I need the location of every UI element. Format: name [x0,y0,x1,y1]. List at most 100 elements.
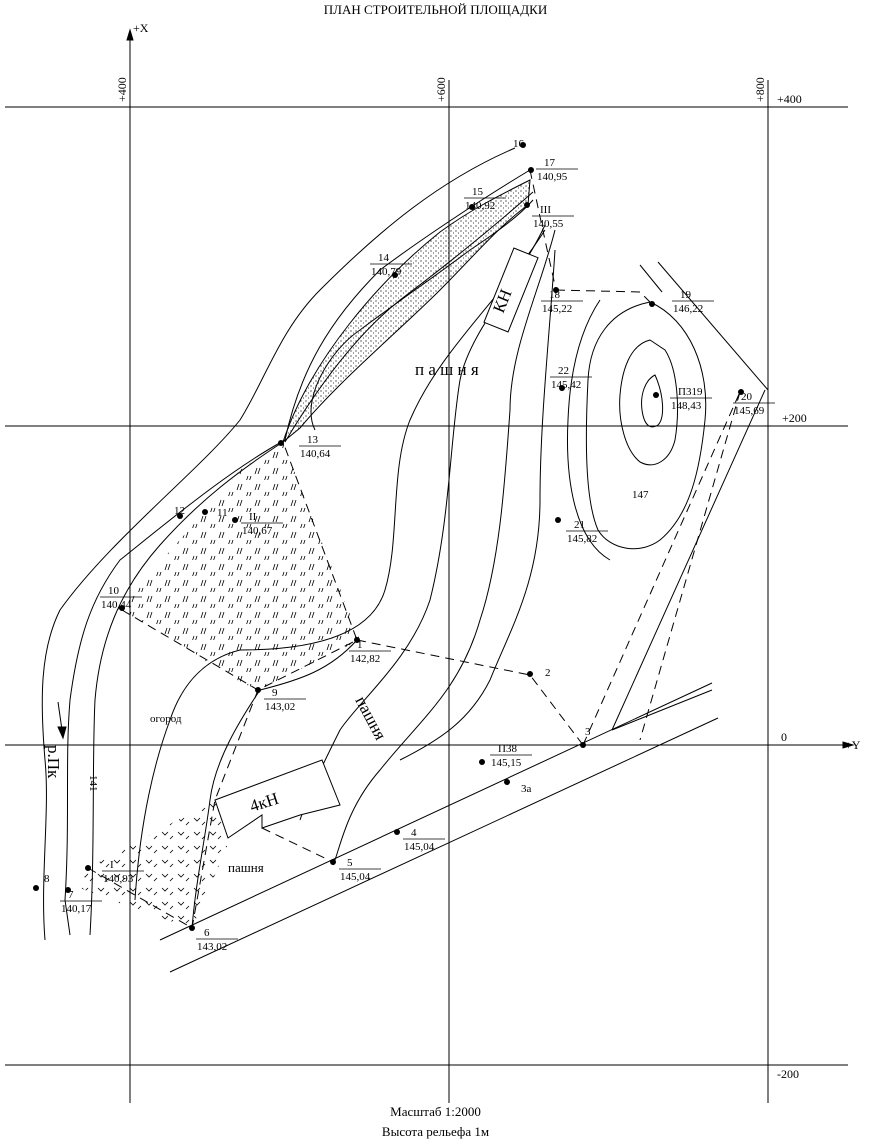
survey-point-number: 18 [549,289,561,301]
survey-point-marker-icon [255,687,261,693]
shrub-area-south [80,800,230,928]
survey-point-marker-icon [33,885,39,891]
survey-point-marker-icon [559,385,565,391]
survey-point-elevation: 145,15 [491,757,522,769]
survey-point-number: 3а [521,783,532,795]
survey-point-4: 4 145,04 [394,827,445,853]
survey-point-10: 10 140,44 [100,585,142,611]
area-label-pashnya-bottom: пашня [228,860,264,875]
survey-point-number: II [249,511,257,523]
building-kn-top [483,247,539,333]
survey-point-elevation: 145,22 [542,303,572,315]
survey-point-number: 4 [411,827,417,839]
survey-point-12: 12 [174,505,185,519]
survey-point-marker-icon [479,759,485,765]
survey-point-marker-icon [354,637,360,643]
map-title: ПЛАН СТРОИТЕЛЬНОЙ ПЛОЩАДКИ [323,2,548,17]
survey-point-marker-icon [189,925,195,931]
survey-point-3: 3 [580,726,591,748]
survey-point-number: 10 [108,585,120,597]
survey-point-marker-icon [738,389,744,395]
survey-point-elevation: 140,55 [533,218,564,230]
survey-point-14: 14 140,79 [370,252,412,278]
y-axis-arrow-icon [842,741,855,749]
survey-point-elevation: 148,43 [671,400,702,412]
survey-point-elevation: 140,17 [61,903,92,915]
survey-point-number: 9 [272,687,278,699]
grid-label-top-400: +400 [115,77,129,102]
area-label-ogorod: огород [150,713,182,725]
survey-point-number: 22 [558,365,569,377]
survey-point-elevation: 140,79 [371,266,402,278]
survey-point-number: 20 [741,391,753,403]
building-4kn-bottom [214,759,341,839]
survey-point-elevation: 140,95 [537,171,568,183]
survey-point-number: 5 [347,857,353,869]
x-axis-label: +X [133,21,149,35]
survey-point-marker-icon [394,829,400,835]
survey-point-number: 17 [544,157,556,169]
survey-point-marker-icon [528,167,534,173]
survey-point-III: III 140,55 [524,202,574,230]
relief-caption: Высота рельефа 1м [381,1124,490,1139]
survey-point-elevation: 146,22 [673,303,703,315]
dashed-boundaries [87,169,741,929]
survey-point-number: III [540,204,551,216]
survey-point-number: П38 [498,743,517,755]
river-label: р.Пк [44,745,63,779]
survey-point-marker-icon [85,865,91,871]
survey-point-elevation: 143,02 [265,701,295,713]
survey-point-8: 8 [33,873,50,891]
survey-point-elevation: 140,92 [465,200,495,212]
survey-point-marker-icon [520,142,526,148]
survey-point-marker-icon [202,509,208,515]
grid-label-right-0: 0 [781,730,787,744]
meadow-area-north [122,442,360,690]
survey-point-P38: П38 145,15 [479,743,532,769]
survey-point-number: 1 [357,639,363,651]
survey-point-22: 22 145,42 [550,365,592,391]
survey-point-16: 16 [513,138,526,150]
grid-label-right-minus200: -200 [777,1067,799,1081]
area-label-pashnya-top: п а ш н я [415,360,479,379]
survey-point-number: 7 [68,889,74,901]
survey-point-marker-icon [649,301,655,307]
survey-point-marker-icon [555,517,561,523]
survey-point-marker-icon [65,887,71,893]
survey-point-2: 2 [527,667,551,679]
survey-point-marker-icon [580,742,586,748]
buildings [214,247,539,839]
survey-point-number: 3 [585,726,591,738]
sand-strip [281,179,531,444]
area-label-pashnya-mid: пашня [351,693,390,743]
survey-point-11: 11 [202,507,228,519]
survey-point-number: 13 [307,434,319,446]
survey-point-elevation: 140,44 [101,599,132,611]
survey-point-elevation: 145,42 [551,379,581,391]
scale-caption: Масштаб 1:2000 [390,1104,481,1119]
survey-point-number: 16 [513,138,525,150]
survey-point-elevation: 142,82 [350,653,380,665]
survey-point-elevation: 145,04 [340,871,371,883]
survey-point-18: 18 145,22 [541,287,583,315]
grid-label-right-400: +400 [777,92,802,106]
survey-point-elevation: 145,04 [404,841,435,853]
survey-point-number: 8 [44,873,50,885]
survey-point-number: 21 [574,519,585,531]
axis-arrows [126,28,855,749]
survey-point-marker-icon [553,287,559,293]
survey-point-number: 2 [545,667,551,679]
contour-label-147: 147 [632,489,649,501]
survey-point-marker-icon [119,605,125,611]
survey-point-number: 14 [378,252,390,264]
contour-147 [585,301,707,550]
